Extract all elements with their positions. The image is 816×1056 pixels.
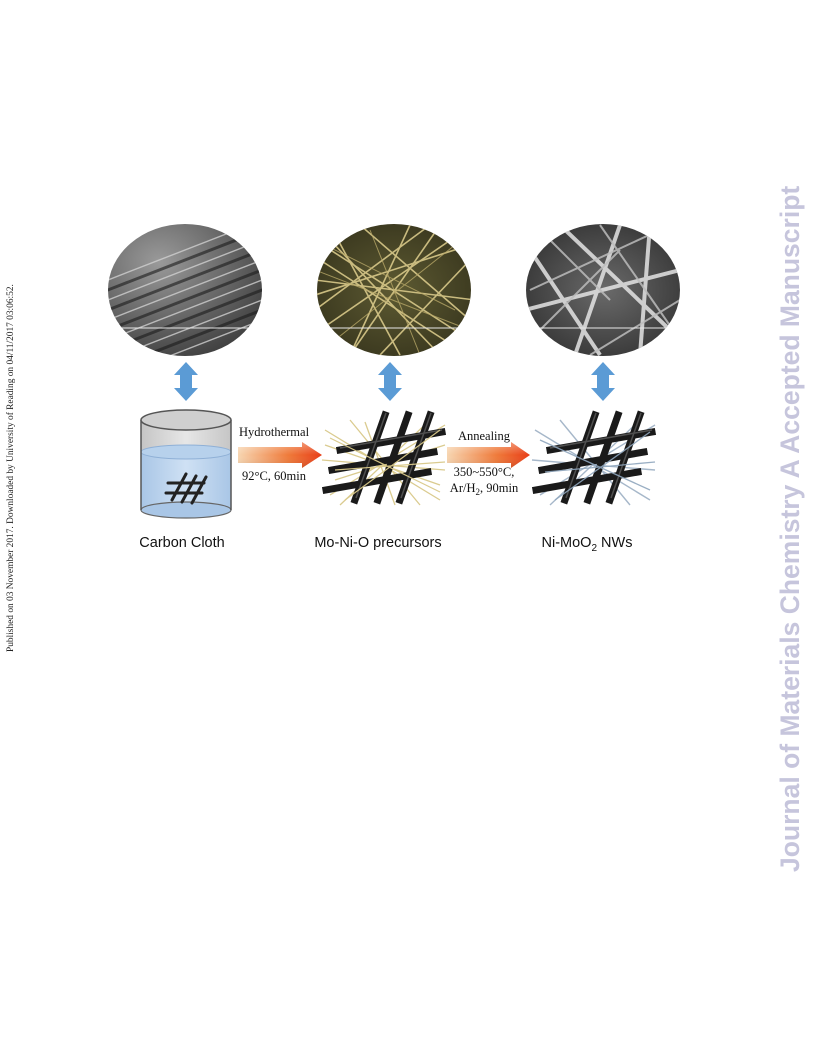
nanowire-mesh-icon (531, 410, 657, 506)
precursor-mesh-icon (321, 410, 447, 506)
hydrothermal-conditions: 92°C, 60min (242, 469, 307, 483)
carbon-cloth-mesh-icon (164, 472, 208, 505)
annealing-temperature: 350~550°C, (454, 465, 515, 479)
beaker-icon (140, 409, 232, 519)
double-arrow-icon (591, 362, 615, 401)
double-arrow-icon (174, 362, 198, 401)
sem-image-precursors (317, 224, 471, 356)
annealing-label: Annealing (458, 429, 511, 443)
sem-image-ni-moo2 (526, 224, 680, 356)
annealing-atmosphere: Ar/H2, 90min (450, 481, 519, 497)
annealing-arrow (447, 442, 530, 468)
stage-label-ni-moo2: Ni-MoO2 NWs (542, 535, 633, 554)
sem-image-carbon-cloth (108, 224, 262, 356)
hydrothermal-arrow (238, 442, 322, 468)
stage-label-carbon-cloth: Carbon Cloth (139, 535, 224, 551)
double-arrow-icon (378, 362, 402, 401)
stage-label-precursors: Mo-Ni-O precursors (314, 535, 441, 551)
hydrothermal-label: Hydrothermal (239, 425, 310, 439)
